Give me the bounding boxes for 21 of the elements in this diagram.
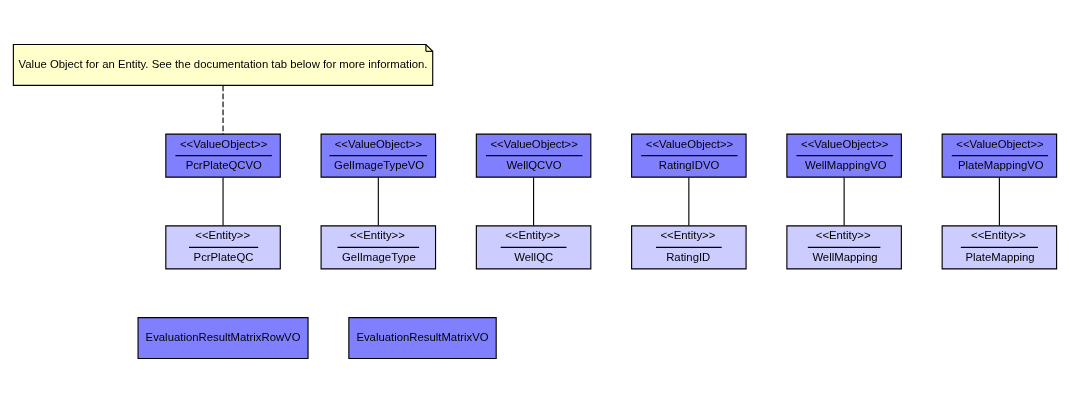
- node-box: <<Entity>> RatingID: [631, 225, 747, 270]
- node-box: EvaluationResultMatrixVO: [348, 317, 497, 360]
- node-box: <<ValueObject>> WellMappingVO: [786, 133, 902, 178]
- node-box: <<Entity>> PcrPlateQC: [165, 225, 281, 270]
- node-box: <<ValueObject>> PlateMappingVO: [941, 133, 1058, 178]
- node-box: <<ValueObject>> PcrPlateQCVO: [165, 133, 281, 178]
- connector: [222, 176, 224, 227]
- connector: [688, 176, 690, 227]
- connector: [843, 176, 845, 227]
- node-box: <<ValueObject>> GelImageTypeVO: [320, 133, 437, 178]
- node-box: <<ValueObject>> RatingIDVO: [631, 133, 747, 178]
- node-box: <<Entity>> WellMapping: [786, 225, 902, 270]
- connector: [222, 85, 224, 135]
- node-box: <<Entity>> PlateMapping: [941, 225, 1058, 270]
- connector: [998, 176, 1000, 227]
- connector: [377, 176, 379, 227]
- node-box: <<ValueObject>> WellQCVO: [475, 133, 592, 178]
- node-box: EvaluationResultMatrixRowVO: [137, 317, 309, 360]
- node-box: <<Entity>> WellQC: [475, 225, 592, 270]
- node-box: <<Entity>> GelImageType: [320, 225, 437, 270]
- connector: [533, 176, 535, 227]
